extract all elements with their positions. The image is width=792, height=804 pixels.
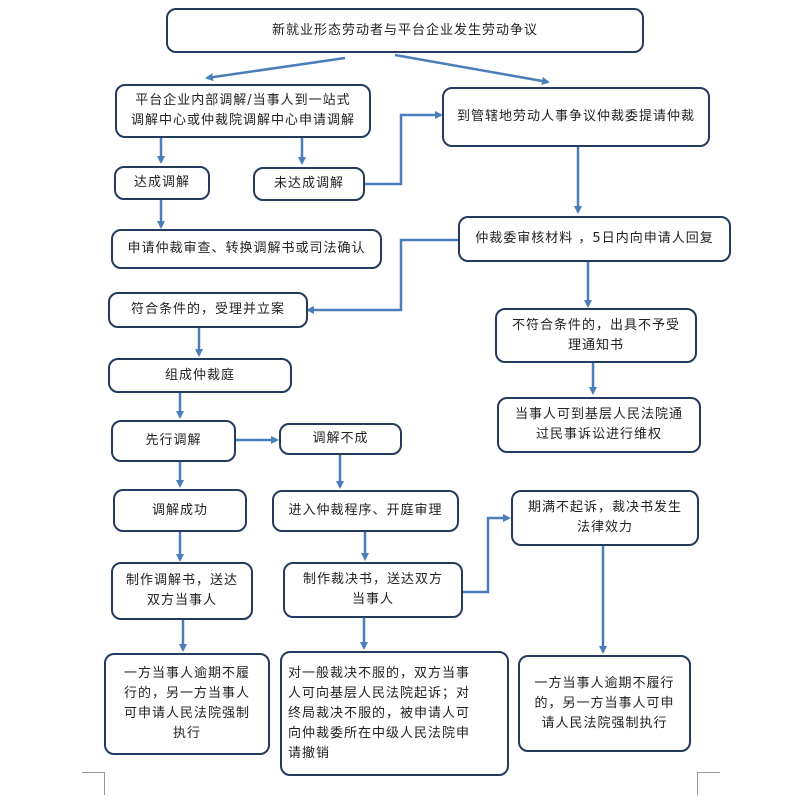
node-committee-review: 仲裁委审核材料 ，5日内向申请人回复	[458, 216, 731, 262]
node-internal-mediation: 平台企业内部调解/当事人到一站式 调解中心或仲裁院调解中心申请调解	[115, 84, 371, 138]
node-arbitration-hearing: 进入仲裁程序、开庭审理	[272, 490, 459, 532]
node-enforce-award: 一方当事人逾期不履行 的，另一方当事人可申 请人民法院强制执行	[518, 655, 691, 752]
node-mediation-unsuccessful: 调解不成	[279, 423, 402, 455]
node-appeal-award: 对一般裁决不服的，双方当事 人可向基层人民法院起诉；对 终局裁决不服的，被申请人…	[280, 651, 509, 776]
node-prior-mediation: 先行调解	[111, 420, 236, 462]
node-accept-case: 符合条件的，受理并立案	[108, 292, 308, 328]
node-mediation-succeeded: 调解成功	[113, 489, 247, 532]
node-mediation-document: 制作调解书，送达 双方当事人	[111, 562, 253, 620]
node-award-effective: 期满不起诉，裁决书发生 法律效力	[511, 490, 699, 546]
node-enforce-mediation: 一方当事人逾期不履 行的，另一方当事人 可申请人民法院强制 执行	[104, 653, 270, 755]
node-apply-arbitration: 到管辖地劳动人事争议仲裁委提请仲裁	[442, 87, 710, 147]
node-award-document: 制作裁决书，送达双方 当事人	[283, 562, 463, 618]
page-corner-left	[82, 772, 105, 795]
node-mediation-success: 达成调解	[114, 166, 210, 200]
page-corner-right	[697, 772, 720, 795]
node-dispute-start: 新就业形态劳动者与平台企业发生劳动争议	[166, 8, 644, 53]
node-not-accepted: 不符合条件的，出具不予受 理通知书	[495, 308, 697, 363]
arrow-n5-n3	[365, 111, 443, 186]
arrow-n1-n2	[205, 56, 346, 82]
node-mediation-failed: 未达成调解	[253, 167, 365, 201]
node-apply-review: 申请仲裁审查、转换调解书或司法确认	[111, 229, 382, 269]
arrow-n18-n16	[463, 514, 511, 594]
node-form-tribunal: 组成仲裁庭	[108, 358, 292, 393]
node-civil-lawsuit: 当事人可到基层人民法院通 过民事诉讼进行维权	[497, 397, 701, 453]
arrow-n1-n3	[394, 53, 550, 85]
arrow-n7-n8	[306, 238, 458, 314]
